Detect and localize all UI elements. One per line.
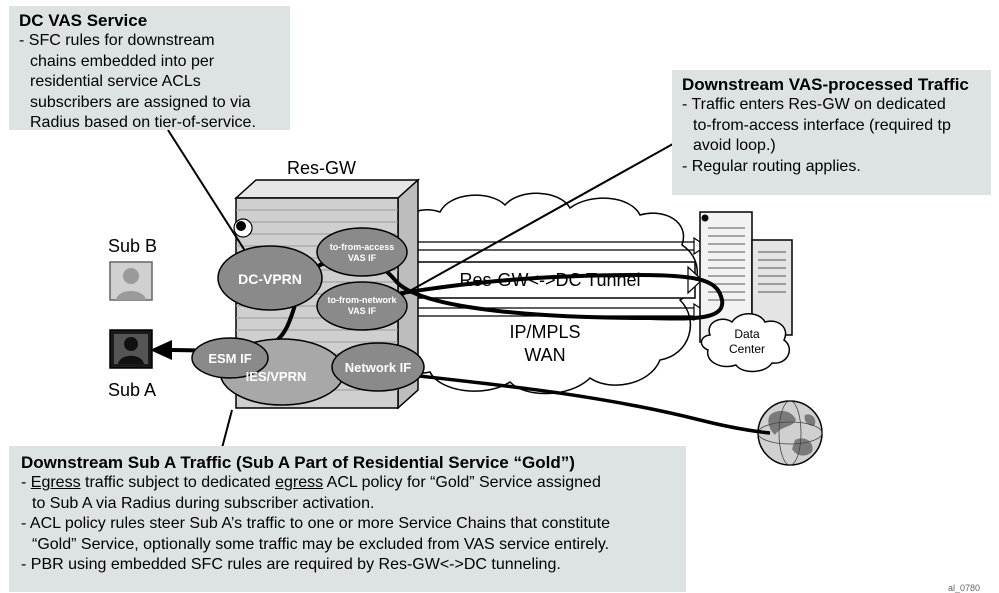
sub-a-line: “Gold” Service, optionally some traffic … bbox=[32, 535, 610, 553]
data-center-label-1: Data bbox=[734, 327, 760, 341]
sub-a-line1-pre: - bbox=[21, 474, 31, 491]
interface-bubbles bbox=[191, 227, 425, 406]
sub-a-line: - Egress traffic subject to dedicated eg… bbox=[21, 473, 674, 494]
dc-vas-line: chains embedded into per bbox=[30, 52, 215, 70]
dc-vas-title: DC VAS Service bbox=[19, 11, 148, 30]
network-interface bbox=[331, 342, 425, 392]
sub-a-line: - ACL policy rules steer Sub A’s traffic… bbox=[21, 515, 611, 532]
dc-vas-line: - SFC rules for downstream bbox=[19, 32, 215, 49]
data-center-cloud bbox=[700, 313, 791, 373]
user-icon-dark bbox=[109, 329, 153, 369]
network-if-label: Network IF bbox=[345, 360, 412, 375]
network-if-label-1: to-from-network bbox=[328, 295, 398, 305]
downstream-vas-line: - Traffic enters Res-GW on dedicated bbox=[682, 96, 946, 113]
sub-a-line: to Sub A via Radius during subscriber ac… bbox=[32, 494, 375, 512]
esm-if-label: ESM IF bbox=[208, 351, 251, 366]
traffic-path bbox=[150, 256, 771, 435]
downstream-vas-line: to-from-access interface (required tp bbox=[693, 116, 951, 134]
sub-a-line1-mid: traffic subject to dedicated bbox=[80, 474, 276, 491]
access-vas-interface bbox=[316, 227, 408, 277]
res-gw-label: Res-GW bbox=[287, 158, 356, 178]
dc-vas-line: Radius based on tier-of-service. bbox=[30, 114, 256, 131]
sub-a-label: Sub A bbox=[108, 380, 156, 400]
downstream-vas-line: avoid loop.) bbox=[693, 137, 776, 154]
wan-label-2: WAN bbox=[524, 345, 565, 365]
downstream-vas-line: - Regular routing applies. bbox=[682, 157, 861, 175]
user-icon bbox=[109, 261, 153, 301]
sub-a-line: - PBR using embedded SFC rules are requi… bbox=[21, 556, 561, 573]
ies-vprn-label: IES/VPRN bbox=[246, 369, 307, 384]
access-if-label-1: to-from-access bbox=[330, 242, 395, 252]
figure-id: al_0780 bbox=[948, 583, 980, 593]
data-center-label-2: Center bbox=[729, 342, 765, 356]
esm-interface bbox=[191, 337, 269, 379]
downstream-vas-callout: Downstream VAS-processed Traffic - Traff… bbox=[672, 70, 991, 195]
dc-vprn-label: DC-VPRN bbox=[238, 271, 302, 287]
wan-label-1: IP/MPLS bbox=[509, 322, 580, 342]
dc-vprn-interface bbox=[217, 245, 323, 311]
sub-b-label: Sub B bbox=[108, 236, 157, 256]
network-if-label-2: VAS IF bbox=[348, 306, 377, 316]
sub-a-callout: Downstream Sub A Traffic (Sub A Part of … bbox=[9, 446, 686, 592]
dc-vas-line: subscribers are assigned to via bbox=[30, 93, 251, 111]
egress-underlined: Egress bbox=[30, 474, 81, 491]
dc-vas-line: residential service ACLs bbox=[30, 73, 201, 90]
network-vas-interface bbox=[316, 281, 408, 331]
sub-a-line1-post: ACL policy for “Gold” Service assigned bbox=[323, 474, 601, 491]
sub-a-title: Downstream Sub A Traffic (Sub A Part of … bbox=[21, 453, 575, 472]
tunnel-label: Res-GW<->DC Tunnel bbox=[459, 270, 640, 290]
dc-vas-callout: DC VAS Service - SFC rules for downstrea… bbox=[9, 6, 290, 131]
downstream-vas-title: Downstream VAS-processed Traffic bbox=[682, 75, 969, 94]
egress-underlined-2: egress bbox=[275, 474, 324, 491]
access-if-label-2: VAS IF bbox=[348, 253, 377, 263]
